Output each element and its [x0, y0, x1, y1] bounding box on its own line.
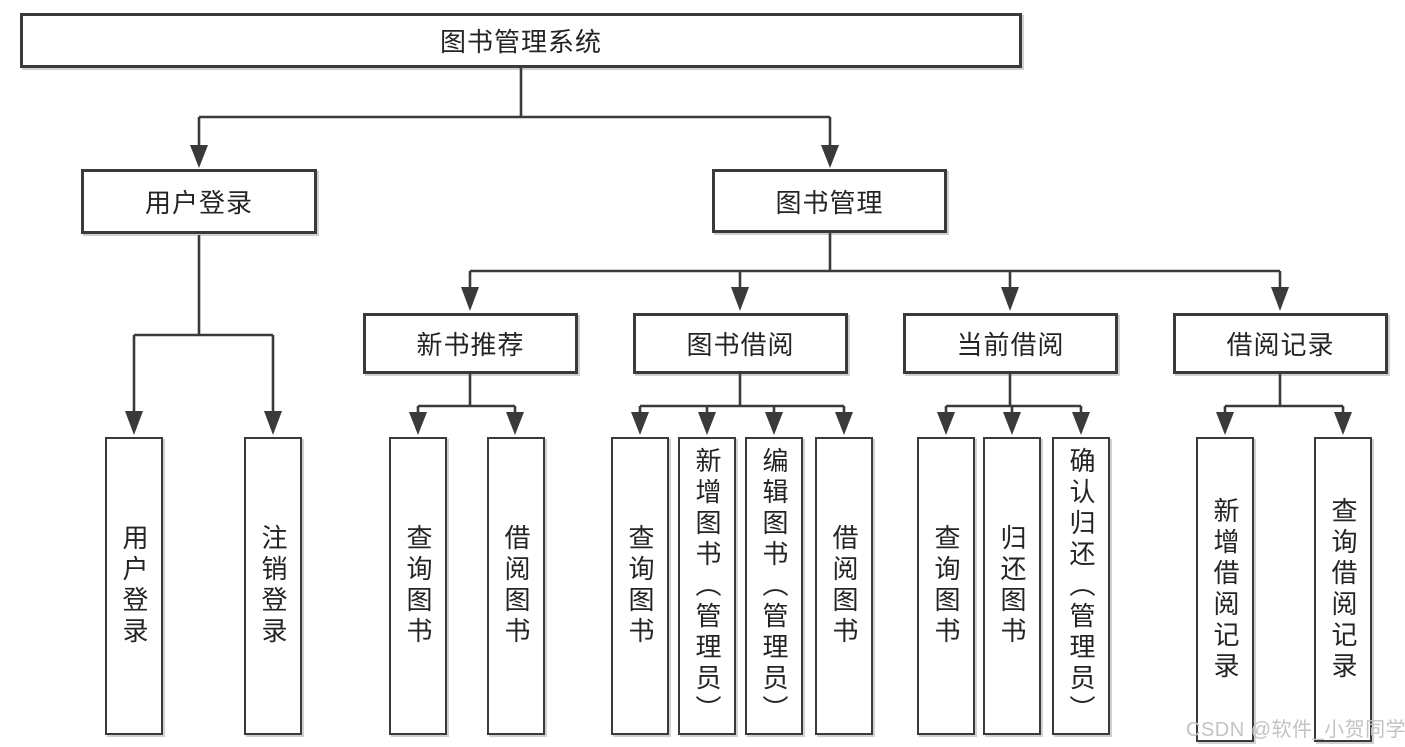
arrowhead [1001, 287, 1019, 311]
csdn-watermark: CSDN @软件_小贺同学 [1186, 719, 1405, 741]
leaf-logout: 注销登录 [244, 437, 302, 735]
connector-root [197, 68, 832, 146]
connector-user-login [132, 235, 275, 411]
leaf-return-books: 归还图书 [983, 437, 1041, 735]
arrowhead [835, 412, 853, 435]
node-borrow-record: 借阅记录 [1173, 313, 1388, 374]
node-book-management: 图书管理 [712, 169, 947, 233]
connector-book-borrow [638, 374, 846, 413]
connector-borrow-record [1223, 374, 1345, 413]
connector-lines [132, 68, 1345, 413]
arrowhead [506, 412, 524, 435]
leaf-borrow-books: 借阅图书 [815, 437, 873, 735]
node-new-book-recommend: 新书推荐 [363, 313, 578, 374]
arrowhead [1003, 412, 1021, 435]
connector-book-management [468, 233, 1282, 288]
leaf-confirm-return-admin: 确认归还（管理员） [1052, 437, 1110, 735]
arrowhead [264, 411, 282, 435]
leaf-query-books-recommend: 查询图书 [389, 437, 447, 735]
arrowhead [125, 411, 143, 435]
arrowhead [1072, 412, 1090, 435]
node-current-borrow: 当前借阅 [903, 313, 1118, 374]
node-user-login: 用户登录 [81, 169, 317, 234]
connector-current-borrow [944, 374, 1083, 413]
arrowhead [731, 287, 749, 311]
arrowhead [765, 412, 783, 435]
leaf-add-borrow-record: 新增借阅记录 [1196, 437, 1254, 742]
leaf-borrow-books-recommend: 借阅图书 [487, 437, 545, 735]
arrowhead [821, 145, 839, 168]
leaf-user-login: 用户登录 [105, 437, 163, 735]
node-book-borrow: 图书借阅 [633, 313, 848, 374]
leaf-add-books-admin: 新增图书（管理员） [678, 437, 736, 735]
leaf-query-books-current: 查询图书 [917, 437, 975, 735]
arrowhead [937, 412, 955, 435]
connector-new-book [416, 374, 517, 413]
arrowhead [631, 412, 649, 435]
arrowhead [698, 412, 716, 435]
arrowhead [190, 145, 208, 168]
node-root-system: 图书管理系统 [20, 13, 1022, 68]
leaf-query-borrow-record: 查询借阅记录 [1314, 437, 1372, 742]
arrowhead [1216, 412, 1234, 435]
leaf-edit-books-admin: 编辑图书（管理员） [745, 437, 803, 735]
arrowheads [125, 145, 1352, 435]
arrowhead [1334, 412, 1352, 435]
arrowhead [1271, 287, 1289, 311]
arrowhead [461, 287, 479, 311]
leaf-query-books-borrow: 查询图书 [611, 437, 669, 735]
arrowhead [409, 412, 427, 435]
